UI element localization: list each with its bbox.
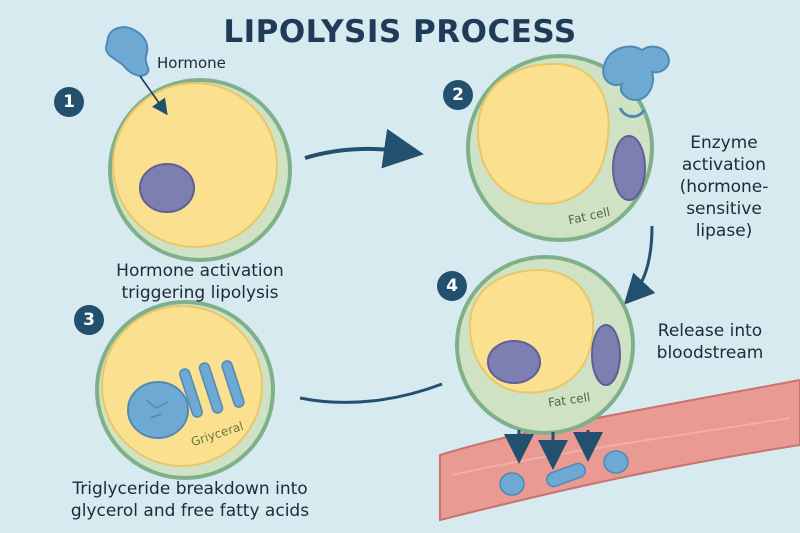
enzyme-icon (602, 45, 670, 118)
caption-step-3: Triglyceride breakdown into glycerol and… (40, 478, 340, 522)
step-badge-3: 3 (74, 305, 104, 335)
step-badge-1: 1 (54, 87, 84, 117)
step-badge-2: 2 (443, 80, 473, 110)
caption-step-2-line-3: (hormone- (679, 177, 769, 197)
caption-step-2-line-1: Enzyme (690, 133, 758, 153)
released-molecule-1 (499, 472, 525, 496)
hormone-pointer-arrow (139, 75, 168, 116)
released-molecule-3 (603, 450, 629, 474)
nucleus-4a (487, 340, 541, 384)
hormone-icon (104, 26, 150, 77)
diagram-title: LIPOLYSIS PROCESS (223, 14, 577, 50)
arrow-1-to-2 (304, 128, 424, 169)
caption-step-2: Enzyme activation (hormone- sensitive li… (664, 132, 784, 242)
nucleus-2 (612, 135, 646, 201)
cell-step-1 (108, 78, 292, 262)
step-badge-4: 4 (437, 271, 467, 301)
caption-step-4-line-2: bloodstream (656, 343, 764, 363)
caption-step-1-line-2: triggering lipolysis (121, 283, 279, 303)
fatty-acid-3 (221, 360, 245, 408)
nucleus-1 (139, 163, 195, 213)
arrow-2-to-4 (623, 225, 656, 305)
cell-step-4 (455, 255, 635, 435)
caption-step-3-line-1: Triglyceride breakdown into (72, 479, 308, 499)
caption-step-4: Release into bloodstream (645, 320, 775, 364)
hormone-label: Hormone (157, 54, 226, 72)
caption-step-3-line-2: glycerol and free fatty acids (70, 501, 310, 521)
fatty-acid-1 (179, 368, 203, 418)
nucleus-4b (591, 324, 621, 386)
cell-step-3 (95, 300, 275, 480)
caption-step-2-line-4: sensitive (686, 199, 762, 219)
cell-step-2 (466, 54, 654, 242)
caption-step-1: Hormone activation triggering lipolysis (70, 260, 330, 304)
caption-step-4-line-1: Release into (657, 321, 763, 341)
fatty-acid-2 (198, 362, 224, 414)
glycerol-molecule (127, 381, 189, 439)
caption-step-2-line-2: activation (681, 155, 767, 175)
caption-step-2-line-5: lipase) (695, 221, 753, 241)
caption-step-1-line-1: Hormone activation (116, 261, 284, 281)
arrow-3-to-4 (299, 382, 443, 404)
